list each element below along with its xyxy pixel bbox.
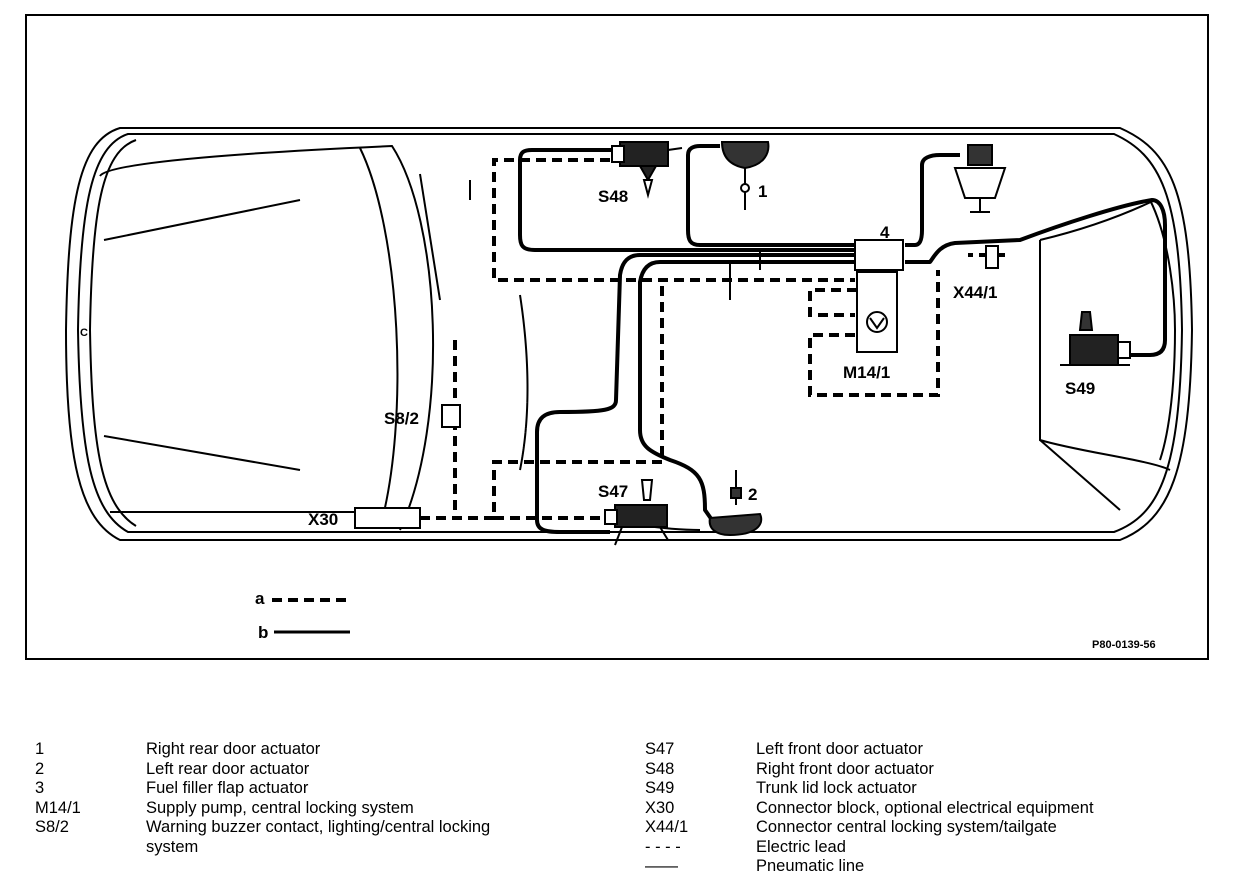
s48-label: S48 <box>598 187 628 206</box>
legend-row: - - - - Electric lead <box>645 838 1225 858</box>
legend-right-column: S47 Left front door actuator S48 Right fro… <box>645 740 1225 877</box>
s48-actuator <box>611 141 683 199</box>
legend-row: —— Pneumatic line <box>645 857 1225 877</box>
legend-key: S47 <box>645 740 675 758</box>
legend-row: 3 Fuel filler flap actuator <box>35 779 615 799</box>
legend-key: M14/1 <box>35 798 81 817</box>
figure-code: P80-0139-56 <box>1092 639 1156 651</box>
m14-1-supply-pump <box>856 271 898 353</box>
legend-left-column: 1 Right rear door actuator 2 Left rear doo… <box>35 740 615 857</box>
legend-text: Trunk lid lock actuator <box>756 779 917 797</box>
legend-row: M14/1 Supply pump, central locking system <box>35 799 615 819</box>
legend-text: Right front door actuator <box>756 759 934 778</box>
legend-key: - - - - <box>645 837 681 856</box>
legend-key: S48 <box>645 759 675 778</box>
legend-text: Left front door actuator <box>756 740 923 758</box>
legend-text: Electric lead <box>756 837 846 856</box>
block-4-label: 4 <box>880 223 890 242</box>
legend-key: 2 <box>35 759 45 778</box>
legend-key: X30 <box>645 798 675 817</box>
c-mark: C <box>80 327 88 339</box>
legend-text: Pneumatic line <box>756 857 865 875</box>
legend-text: Connector block, optional electrical equ… <box>756 798 1094 817</box>
legend-row: S49 Trunk lid lock actuator <box>645 779 1225 799</box>
line-key-a-label: a <box>255 589 265 608</box>
legend-key: S8/2 <box>35 818 69 836</box>
x30-connector-block <box>354 507 421 529</box>
legend-text: system <box>146 837 199 856</box>
legend-text: Fuel filler flap actuator <box>146 779 309 797</box>
s8-2-contact <box>441 404 461 428</box>
legend-text: Connector central locking system/tailgat… <box>756 818 1057 836</box>
legend-key: 3 <box>35 779 45 797</box>
legend-key: —— <box>645 857 678 875</box>
actuator-2 <box>708 470 763 537</box>
legend-row: S8/2 Warning buzzer contact, lighting/cen… <box>35 818 615 838</box>
s49-actuator <box>1060 311 1131 366</box>
x44-1-label: X44/1 <box>953 283 997 302</box>
electric-lines <box>420 158 1005 520</box>
legend-text: Supply pump, central locking system <box>146 798 414 817</box>
legend-text: Left rear door actuator <box>146 759 310 778</box>
diagram-frame <box>25 14 1209 660</box>
actuator-1-label: 1 <box>758 182 767 201</box>
s49-label: S49 <box>1065 379 1095 398</box>
actuator-1 <box>720 141 770 210</box>
distribution-block <box>854 239 904 271</box>
s8-2-label: S8/2 <box>384 409 419 428</box>
legend-text: Right rear door actuator <box>146 740 321 758</box>
fuel-flap-actuator <box>953 144 1007 213</box>
legend-key: S49 <box>645 779 675 797</box>
x30-label: X30 <box>308 510 338 529</box>
legend-row: 2 Left rear door actuator <box>35 760 615 780</box>
line-key: a b <box>255 589 350 642</box>
legend-row: X44/1 Connector central locking system/ta… <box>645 818 1225 838</box>
m14-1-label: M14/1 <box>843 363 890 382</box>
s47-actuator <box>604 479 669 546</box>
pneumatic-lines <box>518 144 1167 534</box>
legend-key: 1 <box>35 740 45 758</box>
legend-key: X44/1 <box>645 818 689 836</box>
legend-row: 1 Right rear door actuator <box>35 740 615 760</box>
actuator-2-label: 2 <box>748 485 757 504</box>
legend-text: Warning buzzer contact, lighting/central… <box>146 818 491 836</box>
car-body-outline <box>64 127 1194 541</box>
s47-label: S47 <box>598 482 628 501</box>
legend-row: X30 Connector block, optional electrical … <box>645 799 1225 819</box>
line-key-b-label: b <box>258 623 268 642</box>
x44-1-connector <box>985 245 999 269</box>
legend-row: S47 Left front door actuator <box>645 740 1225 760</box>
legend-row: system <box>35 838 615 858</box>
legend-row: S48 Right front door actuator <box>645 760 1225 780</box>
